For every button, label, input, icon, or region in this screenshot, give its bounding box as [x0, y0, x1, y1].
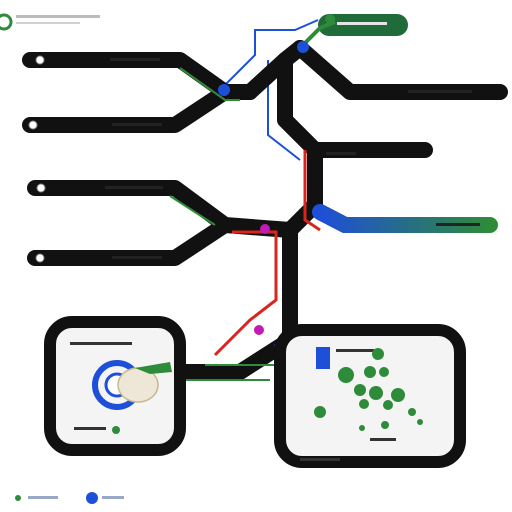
- panel-left: [44, 316, 186, 456]
- header-logo-icon: [0, 13, 100, 31]
- green-route: [169, 67, 275, 381]
- branch-top-right: [298, 14, 408, 50]
- branch-end-icons: [28, 55, 46, 263]
- panel-right: [274, 324, 466, 468]
- legend-blue-marker: [86, 492, 98, 504]
- legend-green-marker: [15, 495, 21, 501]
- blue-ring-logo-icon: [92, 360, 172, 410]
- branch-label-marks: [105, 22, 480, 259]
- green-scatter-cluster: [314, 348, 423, 431]
- legend: [15, 492, 124, 504]
